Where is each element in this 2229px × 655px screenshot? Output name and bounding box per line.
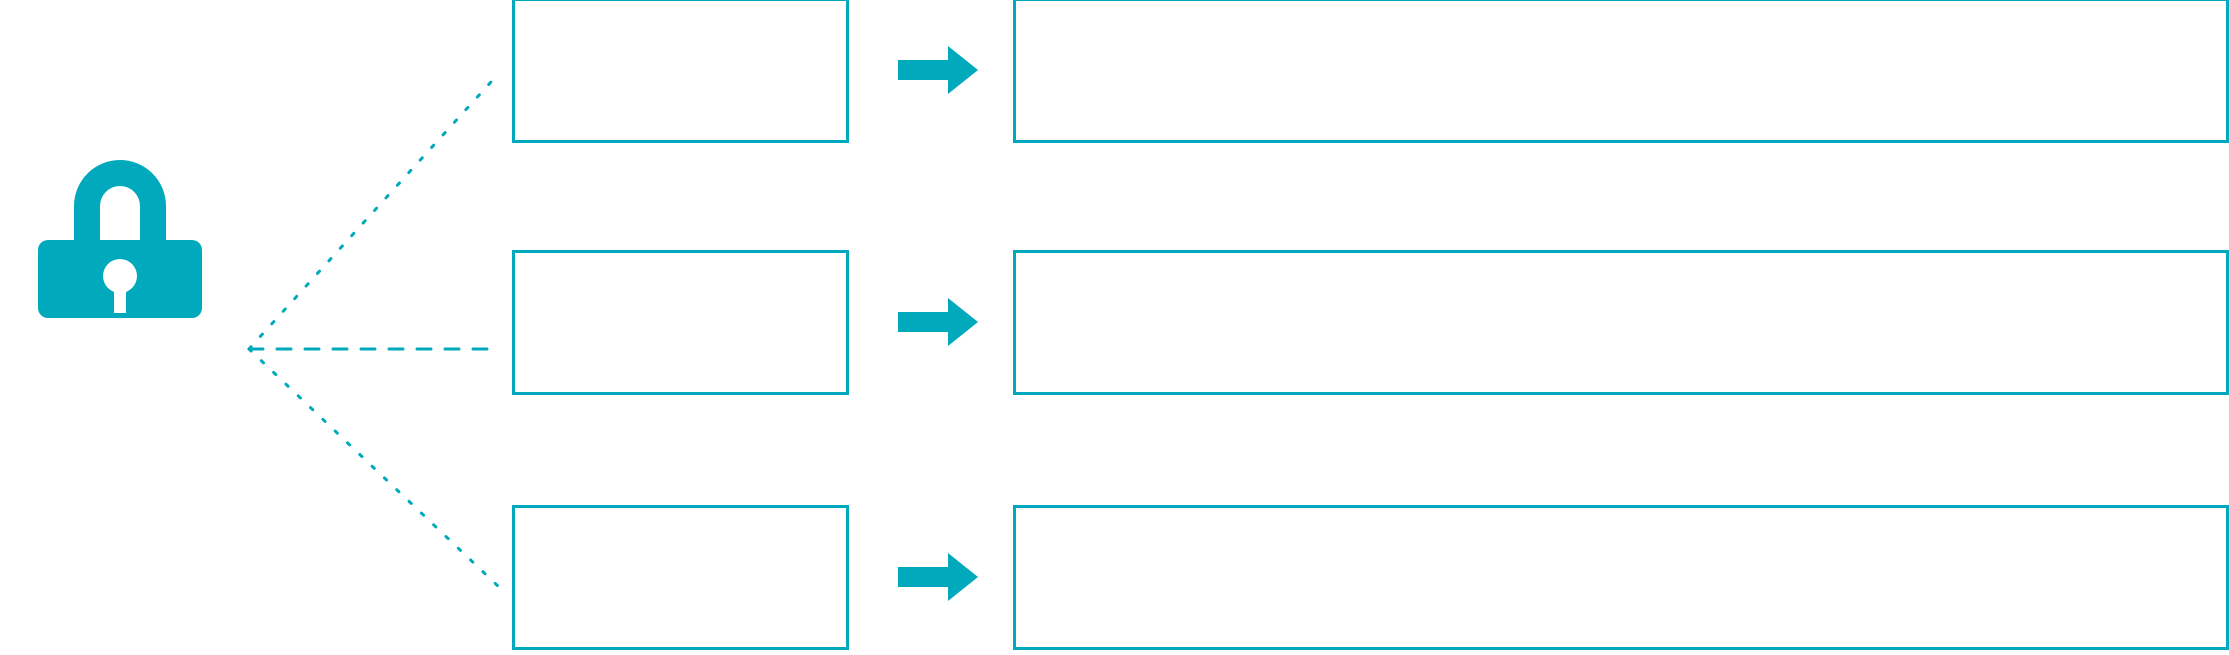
diagram-row bbox=[0, 0, 2229, 143]
target-box-label bbox=[1016, 1, 2226, 21]
source-box-0[interactable] bbox=[512, 0, 849, 143]
source-box-label bbox=[515, 253, 846, 273]
source-box-1[interactable] bbox=[512, 250, 849, 395]
diagram-row bbox=[0, 505, 2229, 650]
right-arrow-icon bbox=[898, 46, 978, 94]
lock-icon bbox=[38, 160, 202, 318]
source-box-label bbox=[515, 1, 846, 21]
diagram-row bbox=[0, 250, 2229, 395]
target-box-1[interactable] bbox=[1013, 250, 2229, 395]
right-arrow-icon bbox=[898, 553, 978, 601]
target-box-label bbox=[1016, 508, 2226, 528]
source-box-2[interactable] bbox=[512, 505, 849, 650]
source-box-label bbox=[515, 508, 846, 528]
target-box-label bbox=[1016, 253, 2226, 273]
right-arrow-icon bbox=[898, 298, 978, 346]
target-box-0[interactable] bbox=[1013, 0, 2229, 143]
target-box-2[interactable] bbox=[1013, 505, 2229, 650]
